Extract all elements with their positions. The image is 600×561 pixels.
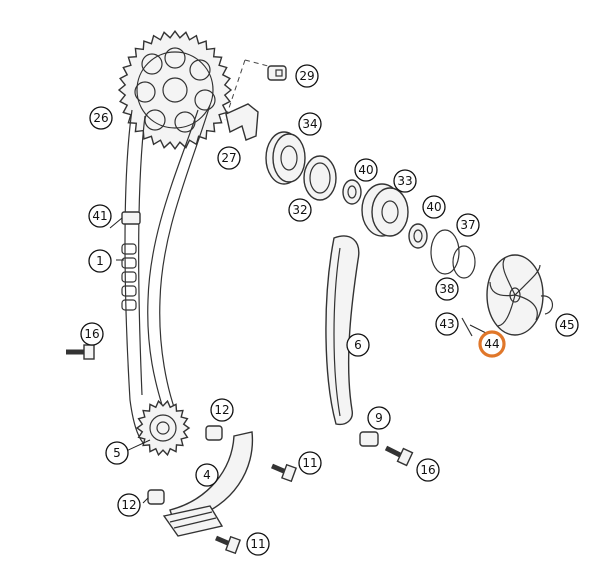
callout-40-upper[interactable]: 40 xyxy=(354,158,378,182)
callout-12-lower[interactable]: 12 xyxy=(117,493,141,517)
callout-label: 37 xyxy=(460,218,475,232)
callout-label: 4 xyxy=(203,468,211,482)
callout-label: 26 xyxy=(93,111,108,125)
callout-6[interactable]: 6 xyxy=(346,333,370,357)
callout-4[interactable]: 4 xyxy=(195,463,219,487)
bushing-12-lower xyxy=(147,489,165,505)
callout-43[interactable]: 43 xyxy=(435,312,459,336)
callout-45[interactable]: 45 xyxy=(555,313,579,337)
callout-label: 44 xyxy=(484,337,499,351)
lever-27 xyxy=(225,103,259,141)
callout-label: 12 xyxy=(214,403,229,417)
callout-5[interactable]: 5 xyxy=(105,441,129,465)
callouts: 29 26 34 27 40 33 32 40 37 41 1 38 43 44… xyxy=(80,64,579,556)
callout-16-right[interactable]: 16 xyxy=(416,458,440,482)
callout-label: 40 xyxy=(358,163,373,177)
callout-44[interactable]: 44 xyxy=(478,330,506,358)
o-ring-38 xyxy=(452,245,476,279)
impeller-44 xyxy=(486,254,544,336)
callout-label: 12 xyxy=(121,498,136,512)
callout-label: 9 xyxy=(375,411,383,425)
sleeve-9 xyxy=(359,431,379,447)
callout-label: 43 xyxy=(439,317,454,331)
callout-38[interactable]: 38 xyxy=(435,277,459,301)
bolt-16-right xyxy=(384,445,414,467)
callout-label: 16 xyxy=(420,463,435,477)
callout-27[interactable]: 27 xyxy=(217,146,241,170)
chain-guide-6 xyxy=(325,235,360,426)
pin-43 xyxy=(461,317,473,337)
callout-16-left[interactable]: 16 xyxy=(80,322,104,346)
camshaft-sprocket xyxy=(117,30,233,150)
callout-1[interactable]: 1 xyxy=(88,249,112,273)
callout-label: 40 xyxy=(426,200,441,214)
callout-29[interactable]: 29 xyxy=(295,64,319,88)
washer-32 xyxy=(303,155,337,201)
bearing-40-lower xyxy=(408,223,428,249)
callout-label: 16 xyxy=(84,327,99,341)
callout-41[interactable]: 41 xyxy=(88,204,112,228)
circlip-45 xyxy=(540,295,553,315)
callout-label: 45 xyxy=(559,318,574,332)
callout-32[interactable]: 32 xyxy=(288,198,312,222)
callout-11-bottom[interactable]: 11 xyxy=(246,532,270,556)
callout-label: 1 xyxy=(96,254,104,268)
callout-12-upper[interactable]: 12 xyxy=(210,398,234,422)
callout-26[interactable]: 26 xyxy=(89,106,113,130)
callout-37[interactable]: 37 xyxy=(456,213,480,237)
callout-11-middle[interactable]: 11 xyxy=(298,451,322,475)
callout-label: 33 xyxy=(397,174,412,188)
callout-40-lower[interactable]: 40 xyxy=(422,195,446,219)
callout-33[interactable]: 33 xyxy=(393,169,417,193)
callout-label: 11 xyxy=(302,456,317,470)
tensioner-guide-4 xyxy=(162,431,254,537)
bolt-11-bottom xyxy=(215,535,241,555)
gear-33 xyxy=(361,183,409,237)
o-ring-37 xyxy=(430,229,460,275)
callout-label: 5 xyxy=(113,446,121,460)
bushing-12-upper xyxy=(205,425,223,441)
bearing-34 xyxy=(265,131,306,185)
bolt-16-left xyxy=(66,344,95,360)
callout-label: 11 xyxy=(250,537,265,551)
callout-label: 38 xyxy=(439,282,454,296)
callout-label: 32 xyxy=(292,203,307,217)
callout-label: 27 xyxy=(221,151,236,165)
bolt-11-middle xyxy=(271,463,297,483)
callout-label: 34 xyxy=(302,117,317,131)
bearing-40-upper xyxy=(342,179,362,205)
callout-34[interactable]: 34 xyxy=(298,112,322,136)
callout-label: 29 xyxy=(299,69,314,83)
crank-sprocket xyxy=(135,399,191,457)
callout-label: 6 xyxy=(354,338,362,352)
screw-29 xyxy=(267,65,287,81)
callout-label: 41 xyxy=(92,209,107,223)
timing-chain xyxy=(121,104,211,446)
callout-9[interactable]: 9 xyxy=(367,406,391,430)
